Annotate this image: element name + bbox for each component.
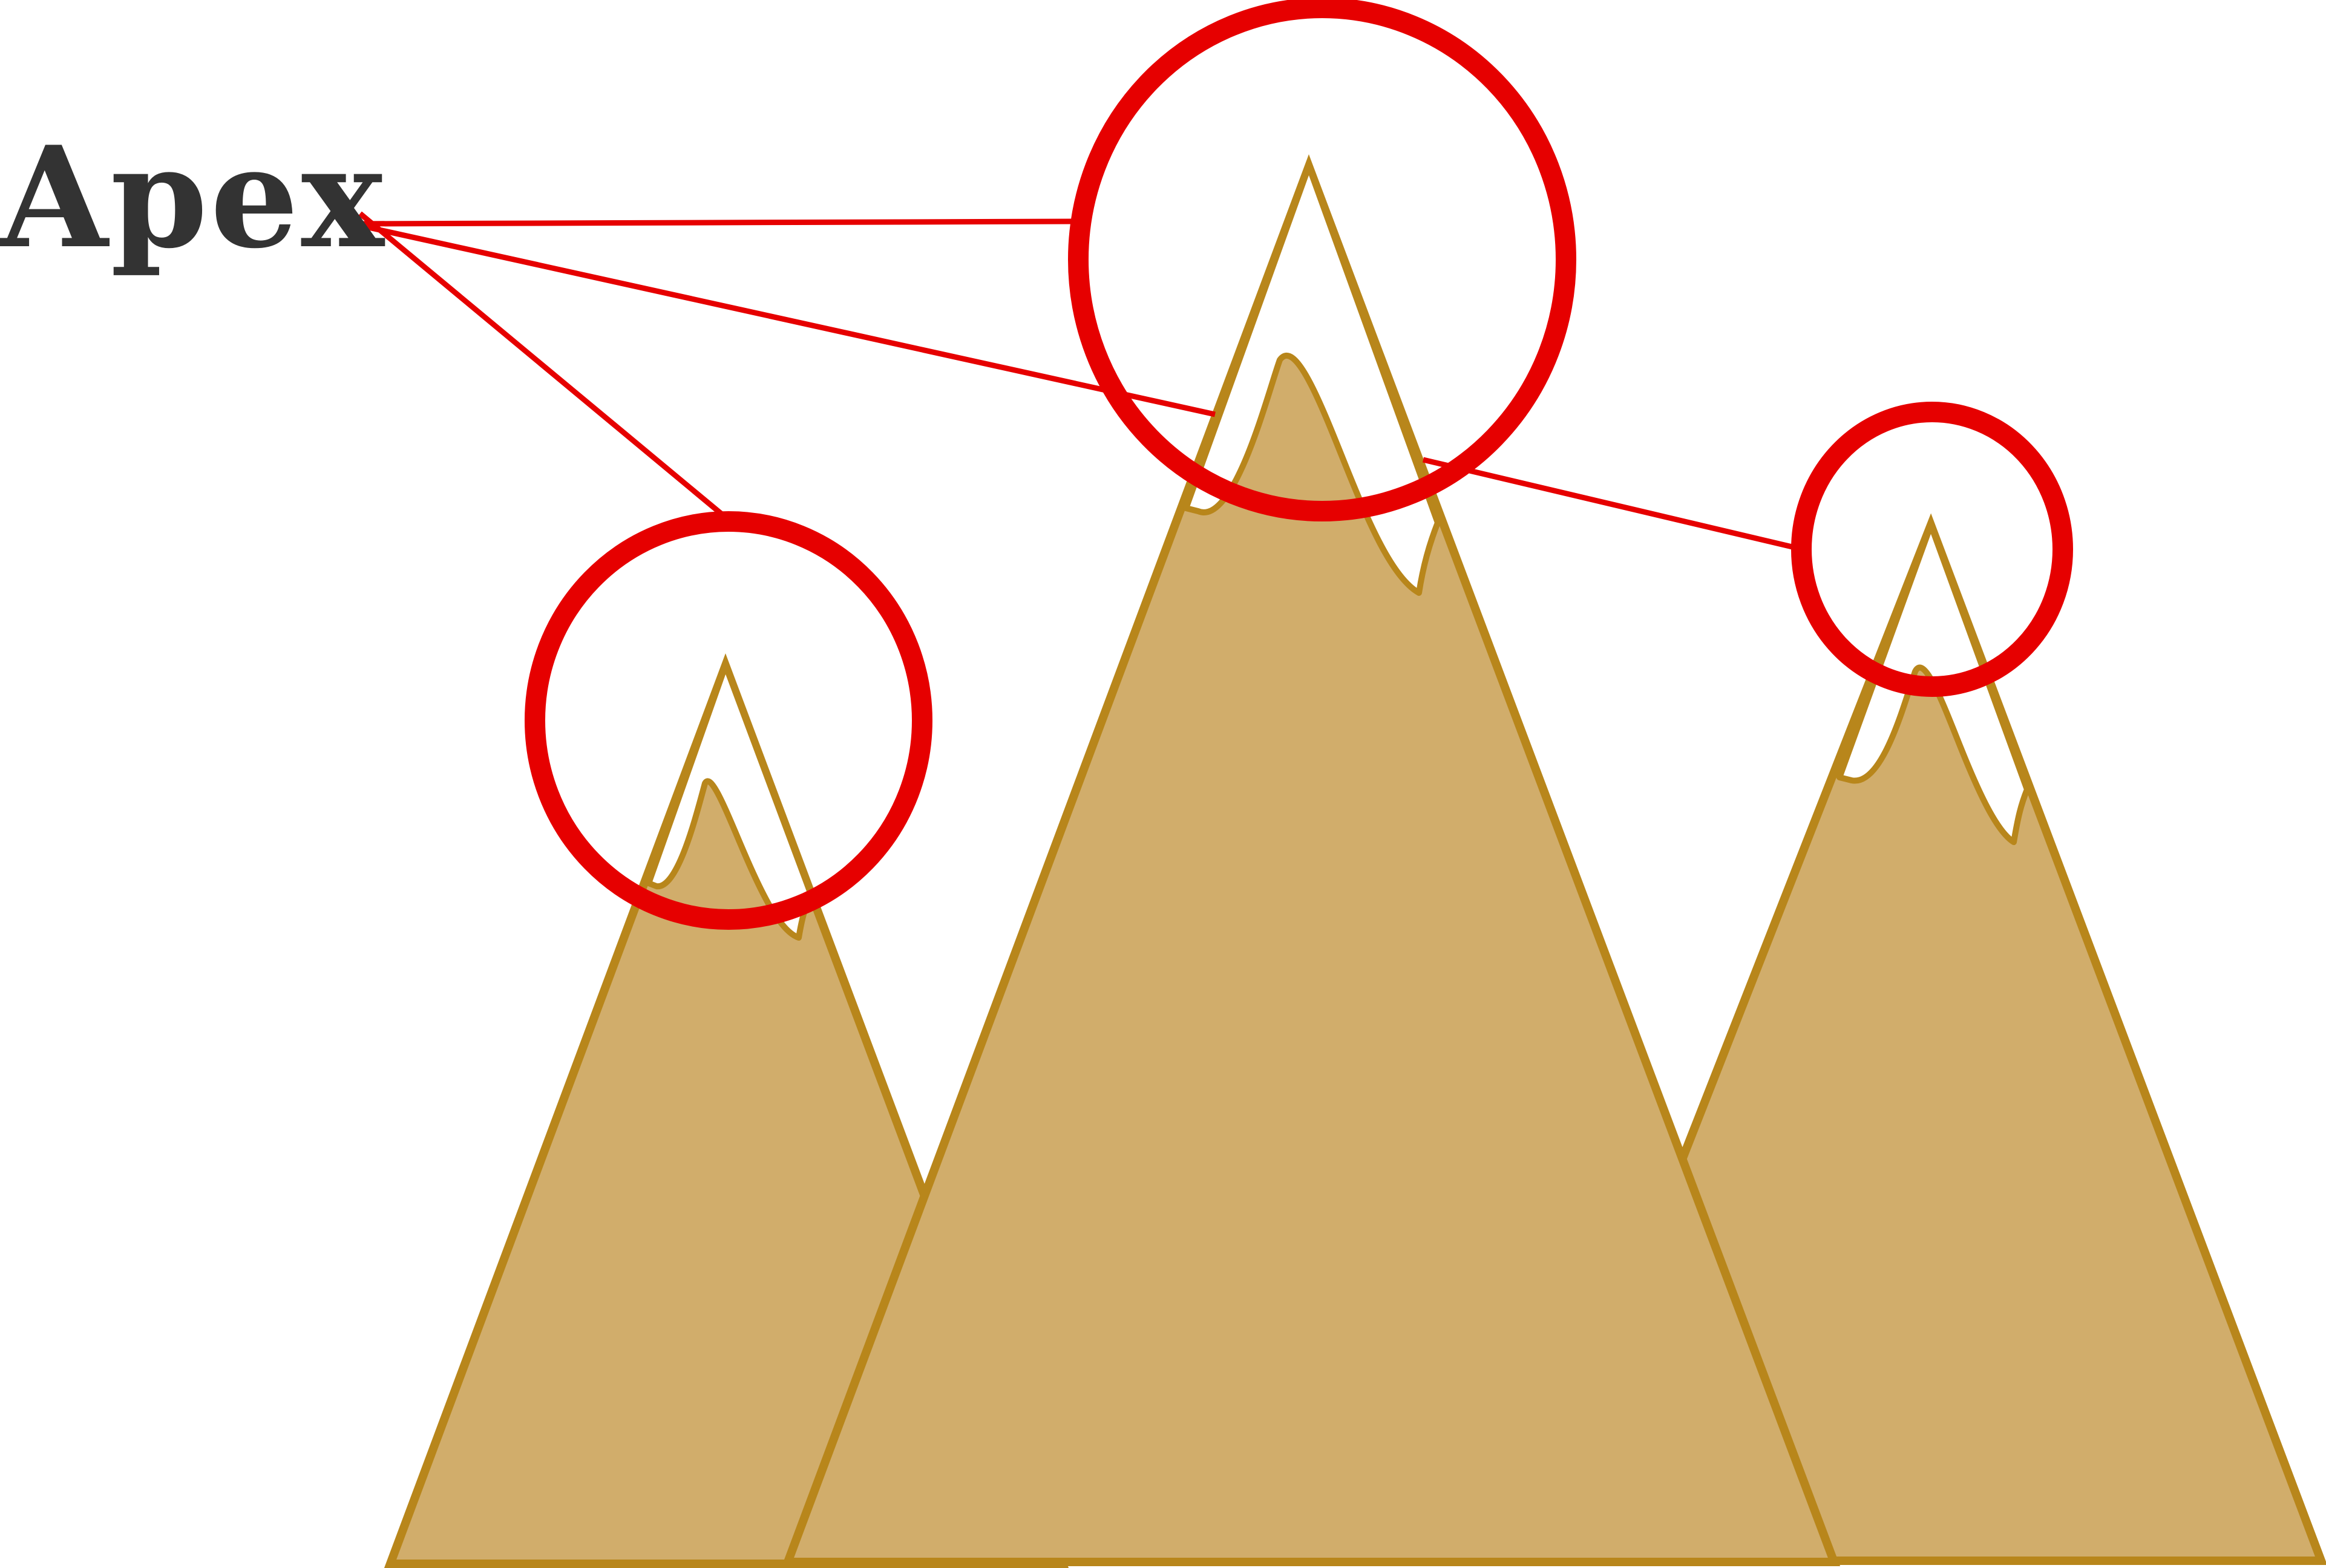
pointer-line-center: [350, 218, 1073, 227]
right-mountain-snowcap: [1836, 522, 2030, 845]
highlight-circles: [525, 0, 2073, 930]
left-apex-highlight-circle: [525, 511, 932, 930]
right-apex-highlight-circle: [1791, 402, 2073, 697]
pointer-line-left: [358, 211, 731, 523]
pointer-line-right-segment-a: [352, 221, 1216, 417]
apex-label: Apex: [0, 116, 387, 279]
pointer-lines: [350, 211, 1796, 550]
center-mountain: [781, 154, 1841, 1566]
left-mountain-snowcap: [646, 662, 814, 941]
center-mountain-body: [781, 154, 1841, 1566]
center-mountain-snowcap: [1183, 163, 1441, 596]
pointer-line-right-segment-b: [1422, 457, 1796, 550]
center-apex-highlight-circle: [1068, 0, 1576, 521]
